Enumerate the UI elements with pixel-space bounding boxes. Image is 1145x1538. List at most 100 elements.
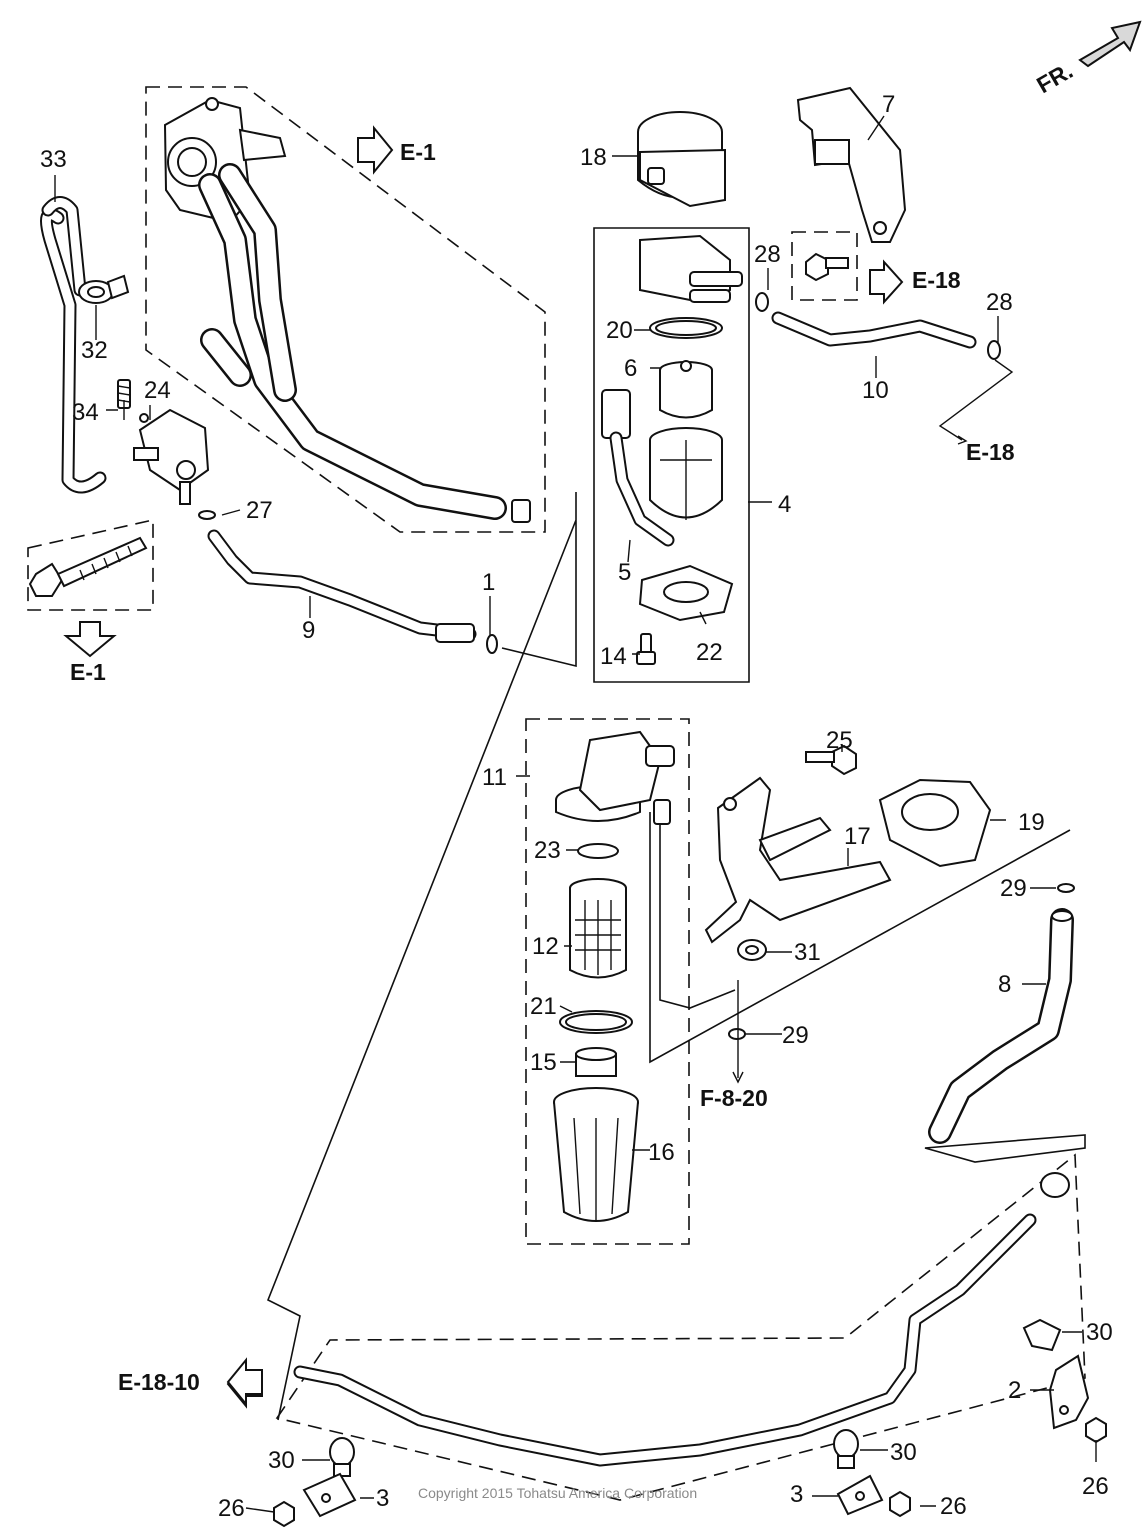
callout-11: 11: [482, 764, 507, 791]
callout-30c: 30: [1086, 1319, 1113, 1346]
vapor-separator-group-outline: [593, 227, 750, 683]
callout-29a: 29: [1000, 875, 1027, 902]
callout-28b: 28: [986, 289, 1013, 316]
part-9-hose: [207, 529, 477, 643]
reference-lead-arrows: [732, 359, 1014, 1084]
ref-e18-top: E-18: [912, 267, 961, 293]
mount-bolt: [28, 536, 148, 597]
part-1-clip: [486, 634, 498, 654]
callout-21: 21: [530, 993, 557, 1020]
ref-e1-bottom: E-1: [70, 659, 106, 685]
callout-7: 7: [882, 91, 895, 118]
vapor-separator-top: [639, 234, 743, 303]
arrow-down-icon: [63, 621, 117, 658]
part-22-gasket: [638, 564, 734, 622]
callout-19: 19: [1018, 809, 1045, 836]
callout-10: 10: [862, 377, 889, 404]
callout-18: 18: [580, 144, 607, 171]
part-16-bowl: [553, 1087, 639, 1222]
part-12-element: [569, 878, 627, 979]
callout-23: 23: [534, 837, 561, 864]
callout-34: 34: [72, 399, 99, 426]
part-26-screw-mid: [889, 1490, 911, 1518]
fuel-filter-group-outline: [525, 718, 690, 1245]
hose-8-leader: [924, 1134, 1086, 1163]
callout-22: 22: [696, 639, 723, 666]
part-26-screw-left: [273, 1500, 295, 1528]
part-8-hose: [928, 908, 1074, 1144]
callout-26a: 26: [218, 1495, 245, 1522]
part-30-clip-left: [329, 1437, 355, 1477]
part-18-cover: [637, 111, 726, 208]
mount-bolt-group-outline: [27, 519, 154, 611]
callout-30b: 30: [890, 1439, 917, 1466]
bolt-box-outline: [791, 231, 858, 301]
part-6-float: [659, 360, 713, 419]
callout-27: 27: [246, 497, 273, 524]
callout-8: 8: [998, 971, 1011, 998]
callout-14: 14: [600, 643, 627, 670]
callout-17: 17: [844, 823, 871, 850]
ref-f8-20: F-8-20: [700, 1085, 768, 1111]
part-27-clip: [198, 510, 216, 520]
front-arrow-icon: [1078, 20, 1142, 68]
callout-9: 9: [302, 617, 315, 644]
callout-29b: 29: [782, 1022, 809, 1049]
part-19-clamp: [878, 778, 992, 868]
callout-leaders: [54, 115, 1097, 1513]
callout-4: 4: [778, 491, 791, 518]
part-7-bracket: [796, 86, 907, 243]
callout-24: 24: [144, 377, 171, 404]
callout-31: 31: [794, 939, 821, 966]
part-11-filter-head: [555, 730, 675, 825]
part-4-body: [649, 427, 723, 520]
arrow-right-icon: [357, 125, 394, 175]
callout-6: 6: [624, 355, 637, 382]
part-34-screw: [117, 379, 149, 423]
arrow-left-icon: [226, 1357, 263, 1409]
callout-30a: 30: [268, 1447, 295, 1474]
callout-3b: 3: [790, 1481, 803, 1508]
callout-2: 2: [1008, 1377, 1021, 1404]
part-23-oring: [577, 843, 619, 859]
part-14-fitting: [636, 633, 656, 665]
callout-26b: 26: [940, 1493, 967, 1520]
part-3-bracket-mid: [836, 1474, 884, 1516]
part-30-clip-right: [1022, 1318, 1062, 1352]
callout-16: 16: [648, 1139, 675, 1166]
part-31-clip: [737, 939, 767, 961]
part-24-valve: [133, 408, 210, 505]
part-2-bracket: [1048, 1354, 1090, 1430]
front-label: FR.: [1032, 57, 1077, 98]
part-20-oring: [649, 317, 723, 339]
part-30-clip-mid: [833, 1429, 859, 1469]
part-33-hose: [39, 196, 107, 494]
part-21-oring: [559, 1010, 633, 1034]
callout-5: 5: [618, 559, 631, 586]
part-5-sensor: [601, 389, 675, 547]
callout-20: 20: [606, 317, 633, 344]
ref-e1-top: E-1: [400, 139, 436, 165]
callout-28a: 28: [754, 241, 781, 268]
ref-e18-mid: E-18: [966, 439, 1015, 465]
part-17-bracket: [704, 776, 892, 944]
arrow-right-icon: [869, 259, 904, 305]
part-15-nut: [575, 1047, 617, 1077]
part-3-bracket-left: [302, 1472, 357, 1518]
part-25-bolt: [805, 744, 857, 776]
fuel-pump-group-outline: [145, 86, 546, 533]
part-10-hose: [755, 292, 1001, 360]
bracket-bolt: [805, 252, 849, 282]
part-32-clip: [78, 274, 130, 304]
main-fuel-line: [293, 1172, 1070, 1467]
callout-25: 25: [826, 727, 853, 754]
part-26-screw-right: [1085, 1416, 1107, 1444]
callout-1: 1: [482, 569, 495, 596]
callout-26c: 26: [1082, 1473, 1109, 1500]
pump-hose: [198, 163, 531, 523]
copyright-text: Copyright 2015 Tohatsu America Corporati…: [418, 1485, 697, 1501]
callout-32: 32: [81, 337, 108, 364]
callout-15: 15: [530, 1049, 557, 1076]
callout-33: 33: [40, 146, 67, 173]
